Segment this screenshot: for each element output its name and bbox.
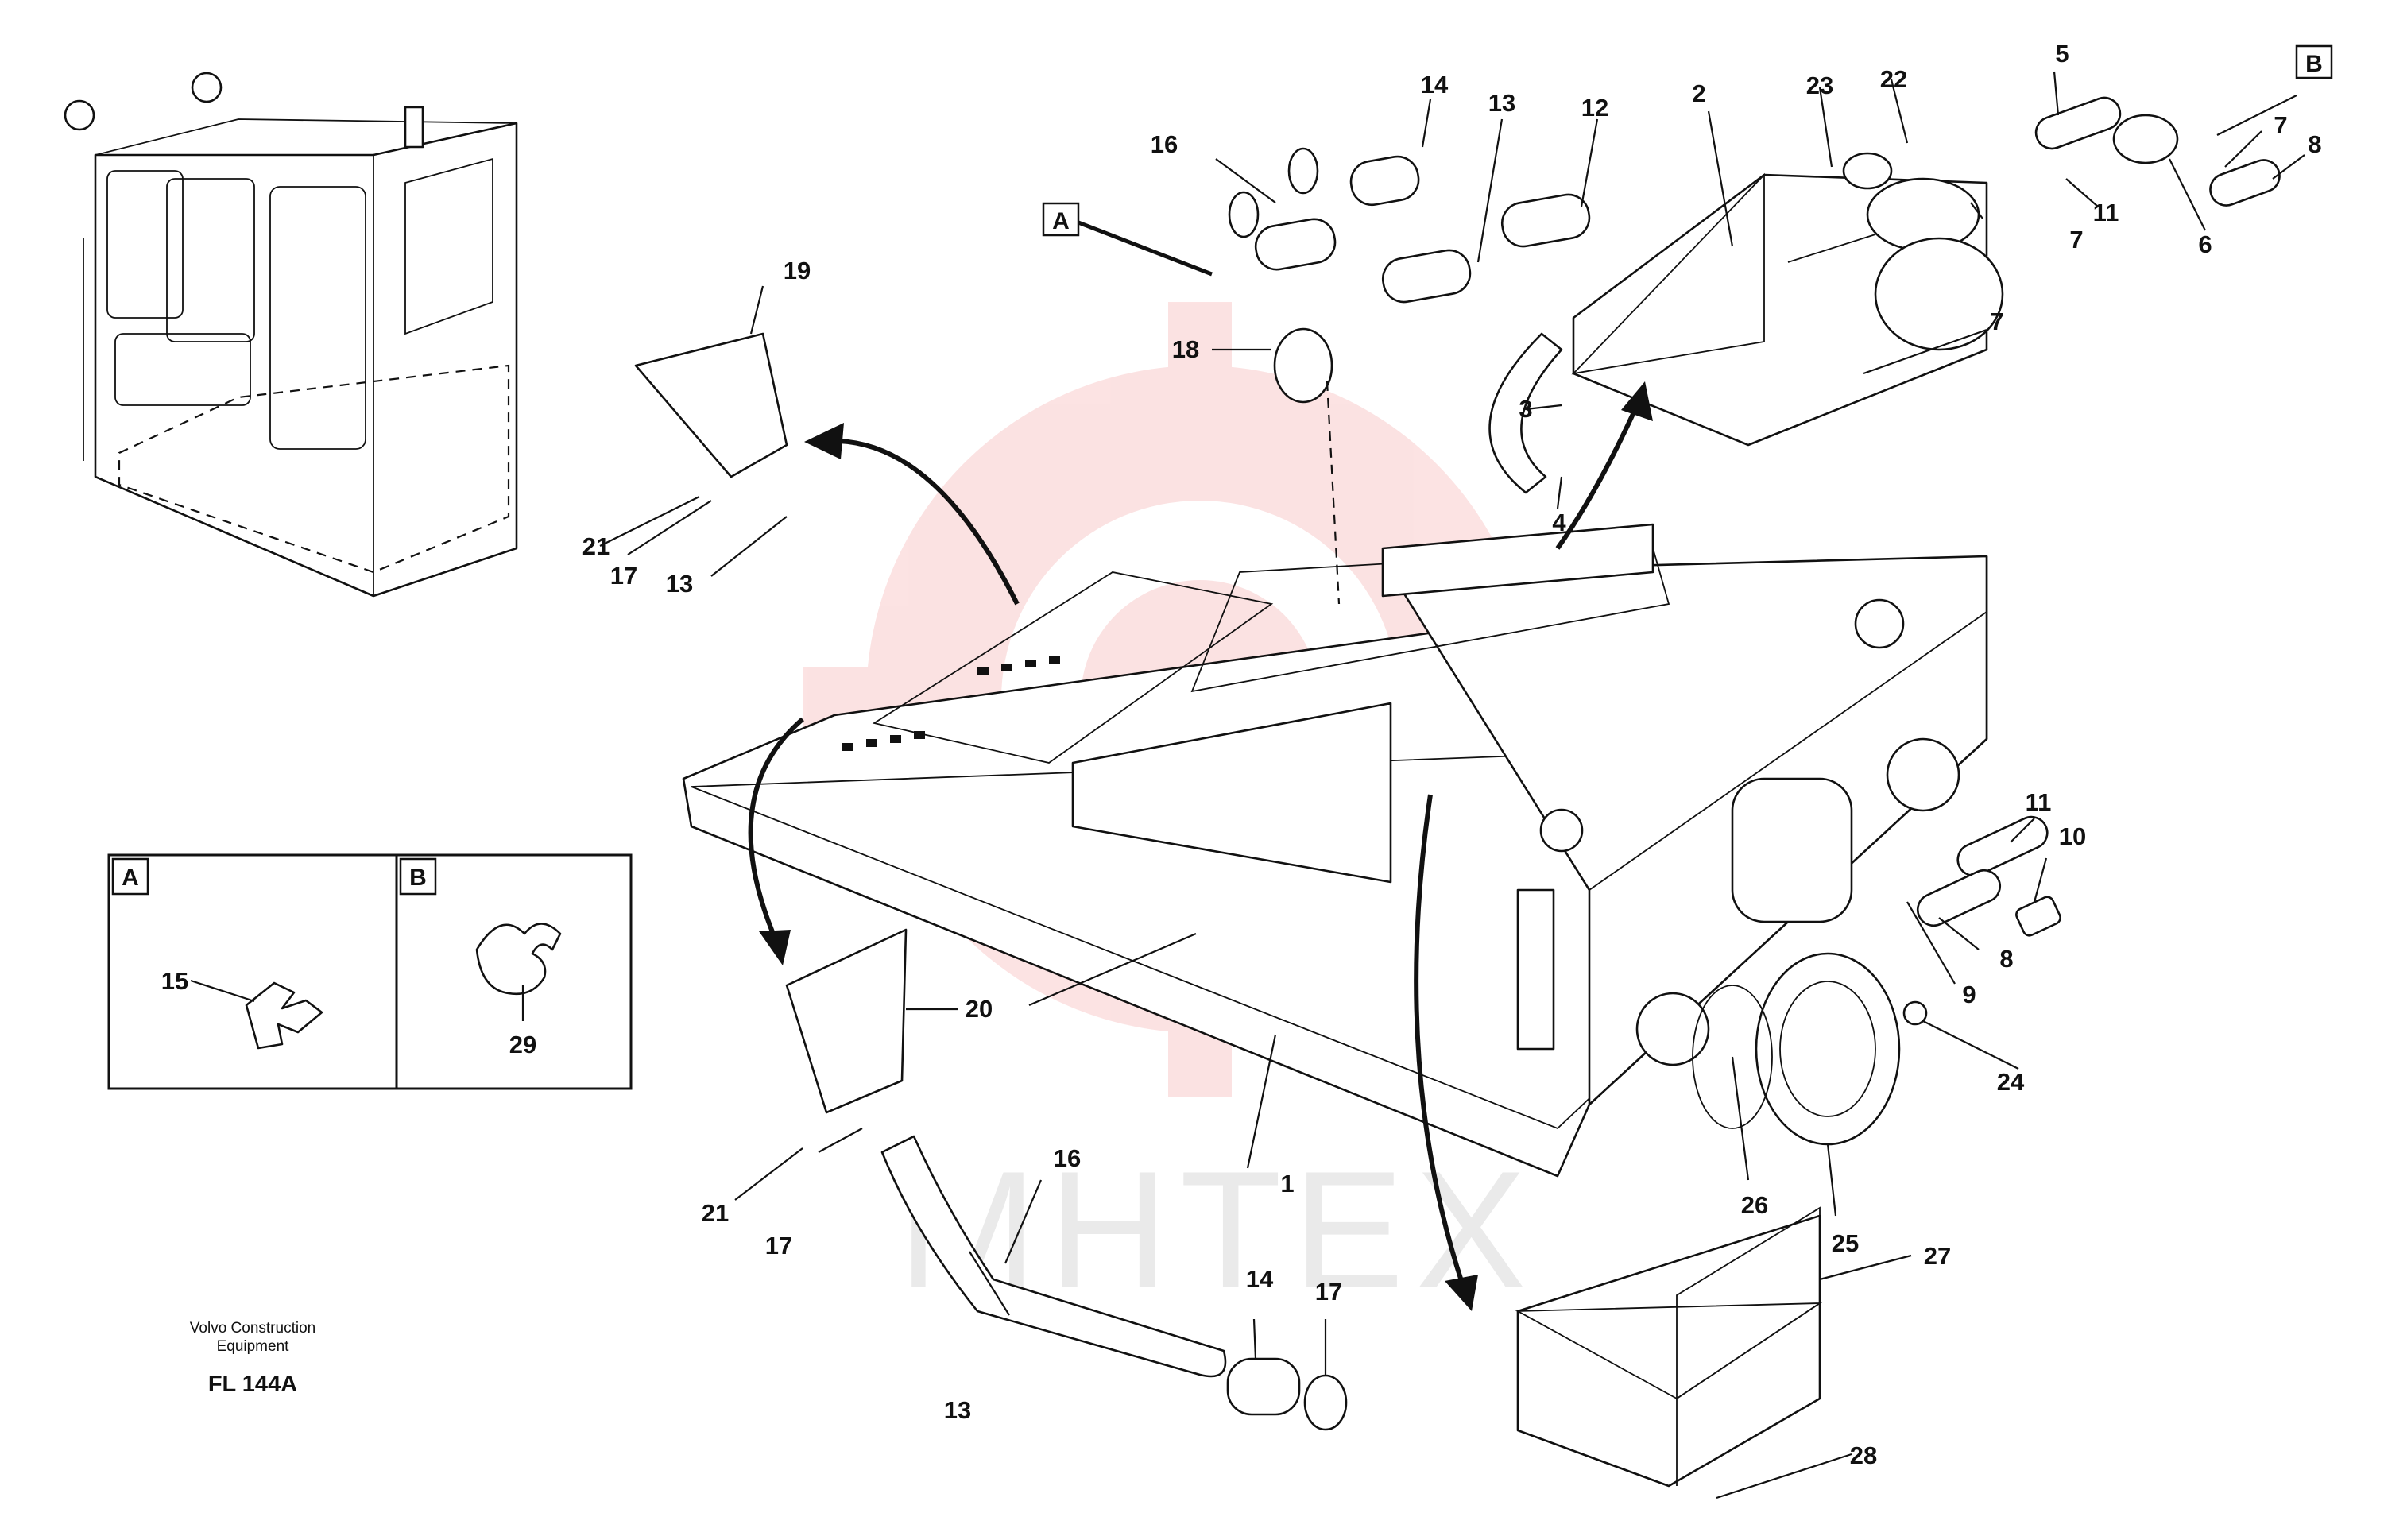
callout-11a: 11 xyxy=(2093,199,2119,226)
callout-13c: 13 xyxy=(944,1396,971,1424)
callout-7b: 7 xyxy=(2069,226,2083,253)
svg-text:A: A xyxy=(1052,208,1070,234)
callout-4: 4 xyxy=(1552,509,1566,536)
callout-29: 29 xyxy=(509,1031,536,1058)
detail-box-a-letter: A xyxy=(122,865,139,891)
clip-15-icon xyxy=(245,981,323,1050)
callout-14a: 14 xyxy=(1421,71,1449,99)
callout-21a: 21 xyxy=(582,532,610,560)
callout-1: 1 xyxy=(1280,1170,1294,1198)
callout-16a: 16 xyxy=(1151,130,1178,158)
callout-13a: 13 xyxy=(1488,89,1515,117)
reference-tag-b: B xyxy=(2216,44,2333,136)
vent-boots-right xyxy=(1692,952,1928,1146)
callout-22: 22 xyxy=(1880,65,1907,93)
callout-14b: 14 xyxy=(1246,1265,1274,1293)
hose-clamp-29-icon xyxy=(475,923,562,996)
callout-8a: 8 xyxy=(2308,130,2321,158)
callout-15: 15 xyxy=(161,967,188,995)
callout-13b: 13 xyxy=(666,570,693,598)
callout-24: 24 xyxy=(1997,1068,2025,1096)
heater-unit xyxy=(1571,152,2004,447)
assembly-arrows xyxy=(748,381,1653,1311)
drain-hose xyxy=(1488,332,1563,494)
callouts: 1 2 3 4 5 6 7 7 7 8 8 9 10 11 11 12 13 1… xyxy=(582,40,2322,1469)
air-vent-20 xyxy=(785,928,908,1114)
callout-20: 20 xyxy=(966,995,993,1023)
reference-tag-a: A xyxy=(1042,202,1213,277)
callout-17c: 17 xyxy=(1315,1278,1342,1306)
callout-12: 12 xyxy=(1581,94,1608,122)
callout-27: 27 xyxy=(1924,1242,1951,1270)
callout-16b: 16 xyxy=(1054,1144,1081,1172)
callout-28: 28 xyxy=(1850,1441,1877,1469)
callout-6: 6 xyxy=(2198,230,2212,258)
manufacturer-line-2: Equipment xyxy=(217,1338,290,1355)
grommet-18 xyxy=(1273,327,1333,404)
callout-5: 5 xyxy=(2055,40,2069,68)
callout-7a: 7 xyxy=(2274,111,2287,139)
cab-floor-frame xyxy=(682,523,1988,1178)
callout-11b: 11 xyxy=(2026,788,2052,816)
svg-text:B: B xyxy=(2305,51,2323,77)
callout-21b: 21 xyxy=(702,1199,729,1227)
manufacturer-line-1: Volvo Construction xyxy=(190,1320,315,1337)
cab-overview-drawing xyxy=(64,72,518,598)
callout-19: 19 xyxy=(784,257,811,284)
callout-7c: 7 xyxy=(1990,308,2003,335)
callout-17a: 17 xyxy=(610,562,637,590)
callout-23: 23 xyxy=(1806,72,1833,99)
callout-17b: 17 xyxy=(765,1232,792,1259)
air-vent-19 xyxy=(634,332,788,478)
detail-box-b: B 29 xyxy=(395,853,633,1090)
callout-18: 18 xyxy=(1172,335,1199,363)
storage-box xyxy=(1515,1206,1823,1488)
callout-3: 3 xyxy=(1519,395,1532,423)
hose-assembly-top xyxy=(1228,147,1591,304)
callout-9: 9 xyxy=(1962,981,1976,1008)
lower-duct-and-hose xyxy=(880,1135,1348,1431)
callout-10: 10 xyxy=(2059,822,2086,850)
callout-2: 2 xyxy=(1692,79,1705,107)
detail-box-a: A 15 xyxy=(107,853,398,1090)
drawing-code: FL 144A xyxy=(208,1372,297,1397)
pipe-stubs-right xyxy=(1916,96,2281,937)
leader-lines xyxy=(599,71,2305,1499)
callout-26: 26 xyxy=(1741,1191,1768,1219)
callout-8b: 8 xyxy=(1999,945,2013,973)
detail-box-b-letter: B xyxy=(409,865,427,891)
callout-25: 25 xyxy=(1832,1229,1859,1257)
